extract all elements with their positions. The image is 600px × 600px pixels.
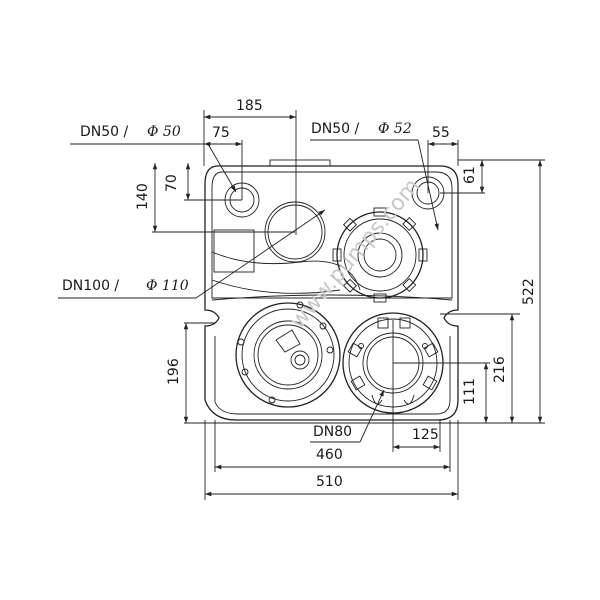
tank-outline <box>204 159 459 421</box>
dim-111: 111 <box>462 378 478 405</box>
dim-216: 216 <box>492 356 508 383</box>
label-dn100: DN100 / <box>62 278 119 294</box>
label-phi50: Φ 50 <box>147 124 181 140</box>
left-pump <box>235 301 341 408</box>
label-dn50-left: DN50 / <box>80 124 129 140</box>
dim-140: 140 <box>135 183 151 210</box>
gear-cover <box>332 207 428 303</box>
label-phi52: Φ 52 <box>378 121 412 137</box>
dim-125: 125 <box>412 427 439 443</box>
label-dn50-right: DN50 / <box>311 121 360 137</box>
dim-61: 61 <box>462 166 478 184</box>
dim-70: 70 <box>164 174 180 192</box>
dim-185: 185 <box>236 98 263 114</box>
dim-510: 510 <box>316 474 343 490</box>
dim-196: 196 <box>166 358 182 385</box>
dimension-lines <box>152 114 543 497</box>
label-dn80: DN80 <box>313 424 352 440</box>
dim-75: 75 <box>212 125 230 141</box>
watermark: www.pumps.com <box>285 174 425 334</box>
dim-522: 522 <box>521 278 537 305</box>
leader-lines <box>58 139 439 443</box>
dim-460: 460 <box>316 447 343 463</box>
inspection-cover <box>213 229 255 273</box>
dim-55: 55 <box>432 125 450 141</box>
label-phi110: Φ 110 <box>146 278 189 294</box>
